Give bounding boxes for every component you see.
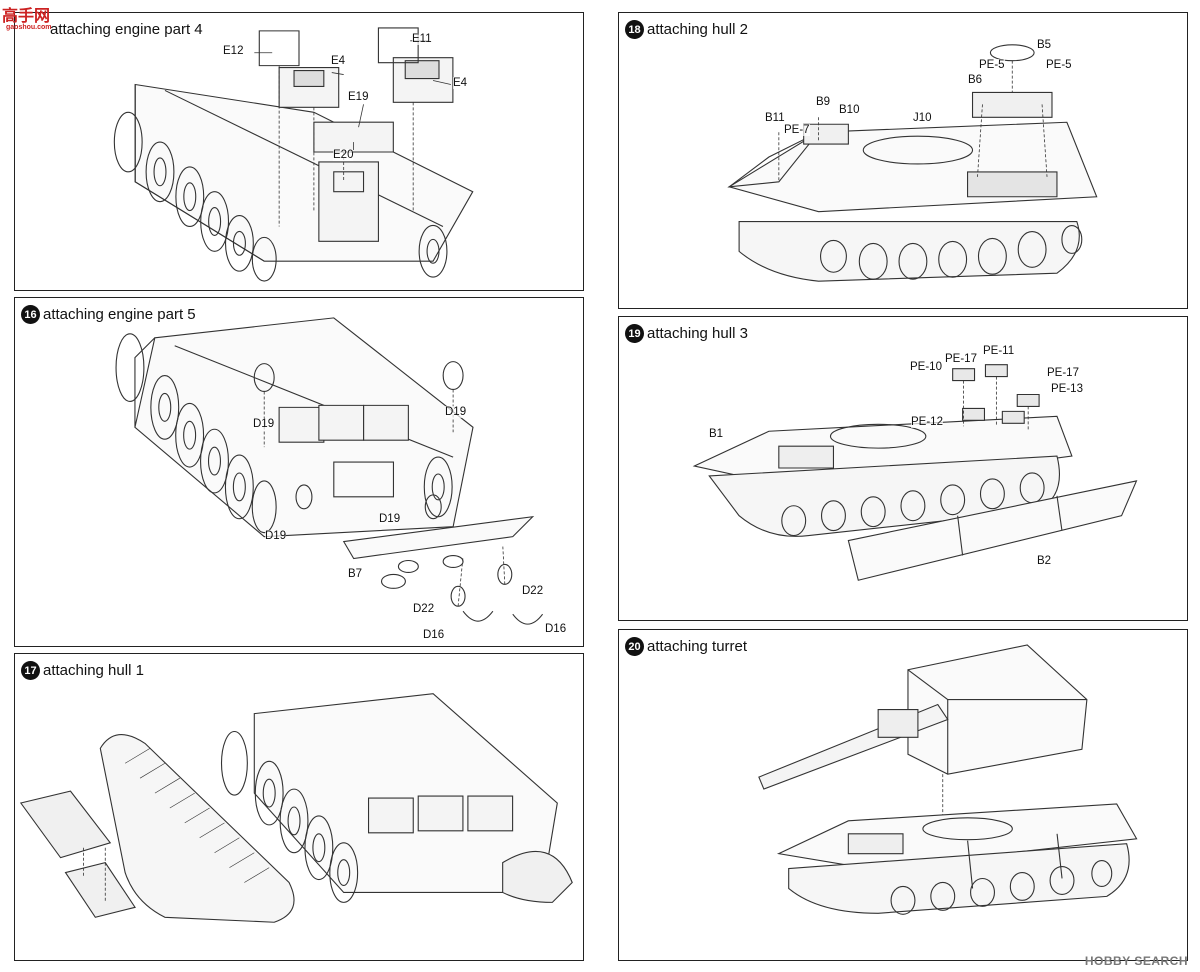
step-20-title-text: attaching turret	[647, 638, 748, 655]
site-logo: 高手网 gaoshou.com	[0, 0, 70, 36]
logo-subtext: gaoshou.com	[6, 24, 52, 31]
step-18-title-text: attaching hull 2	[647, 21, 748, 38]
label-e20: E20	[333, 149, 354, 161]
step-17-title: 17 attaching hull 1	[21, 661, 144, 680]
label-d22-a: D22	[413, 603, 435, 615]
label-pe7: PE-7	[784, 124, 810, 136]
step-17-illustration	[15, 654, 583, 960]
step-18-illustration	[619, 13, 1187, 308]
step-17-number: 17	[21, 661, 40, 680]
step-16-panel: 16 attaching engine part 5	[14, 297, 584, 647]
step-19-title-text: attaching hull 3	[647, 325, 748, 342]
step-19-number: 19	[625, 324, 644, 343]
step-18-title: 18 attaching hull 2	[625, 20, 748, 39]
label-pe17-a: PE-17	[945, 353, 977, 365]
label-d16-b: D16	[545, 623, 567, 635]
label-b6: B6	[968, 74, 983, 86]
label-d22-b: D22	[522, 585, 544, 597]
label-d16-a: D16	[423, 629, 445, 641]
step-15-title: 15 attaching engine part 4	[21, 20, 203, 39]
step-15-illustration	[15, 13, 583, 290]
step-19-title: 19 attaching hull 3	[625, 324, 748, 343]
step-17-title-text: attaching hull 1	[43, 662, 144, 679]
label-b9: B9	[816, 96, 831, 108]
label-e11: E11	[412, 33, 432, 45]
label-b1: B1	[709, 428, 724, 440]
hobby-search-watermark: HOBBY SEARCH	[1085, 954, 1188, 968]
label-b11: B11	[765, 112, 785, 124]
label-d19-b: D19	[445, 406, 467, 418]
label-e12: E12	[223, 45, 244, 57]
step-20-panel: 20 attaching turret	[618, 629, 1188, 961]
label-pe11: PE-11	[983, 345, 1015, 357]
label-b10: B10	[839, 104, 860, 116]
step-20-number: 20	[625, 637, 644, 656]
label-e19: E19	[348, 91, 369, 103]
logo-glyphs: 高手网	[2, 6, 51, 25]
label-j10: J10	[913, 112, 932, 124]
step-19-panel: 19 attaching hull 3 PE-10 PE-17 PE-1	[618, 316, 1188, 621]
watermark-text: HOBBY SEARCH	[1084, 954, 1188, 968]
step-17-panel: 17 attaching hull 1	[14, 653, 584, 961]
step-16-title: 16 attaching engine part 5	[21, 305, 196, 324]
step-20-title: 20 attaching turret	[625, 637, 747, 656]
step-20-illustration	[619, 630, 1187, 960]
step-18-number: 18	[625, 20, 644, 39]
step-19-illustration	[619, 317, 1187, 620]
label-d19-a: D19	[253, 418, 275, 430]
label-pe10: PE-10	[910, 361, 942, 373]
step-15-title-text: attaching engine part 4	[50, 21, 203, 38]
step-16-illustration	[15, 298, 583, 646]
label-d19-d: D19	[379, 513, 401, 525]
label-e4-b: E4	[453, 77, 468, 89]
label-e4-a: E4	[331, 55, 346, 67]
label-b5: B5	[1037, 39, 1052, 51]
label-b2: B2	[1037, 555, 1052, 567]
label-pe5-a: PE-5	[979, 59, 1005, 71]
step-18-panel: 18 attaching hull 2 B5 PE-5 PE-5 B6	[618, 12, 1188, 309]
step-15-panel: 15 attaching engine part 4	[14, 12, 584, 291]
label-b7: B7	[348, 568, 363, 580]
step-16-number: 16	[21, 305, 40, 324]
label-d19-c: D19	[265, 530, 287, 542]
label-pe13: PE-13	[1051, 383, 1083, 395]
step-16-title-text: attaching engine part 5	[43, 306, 196, 323]
label-pe12: PE-12	[911, 416, 943, 428]
label-pe5-b: PE-5	[1046, 59, 1072, 71]
label-pe17-b: PE-17	[1047, 367, 1079, 379]
